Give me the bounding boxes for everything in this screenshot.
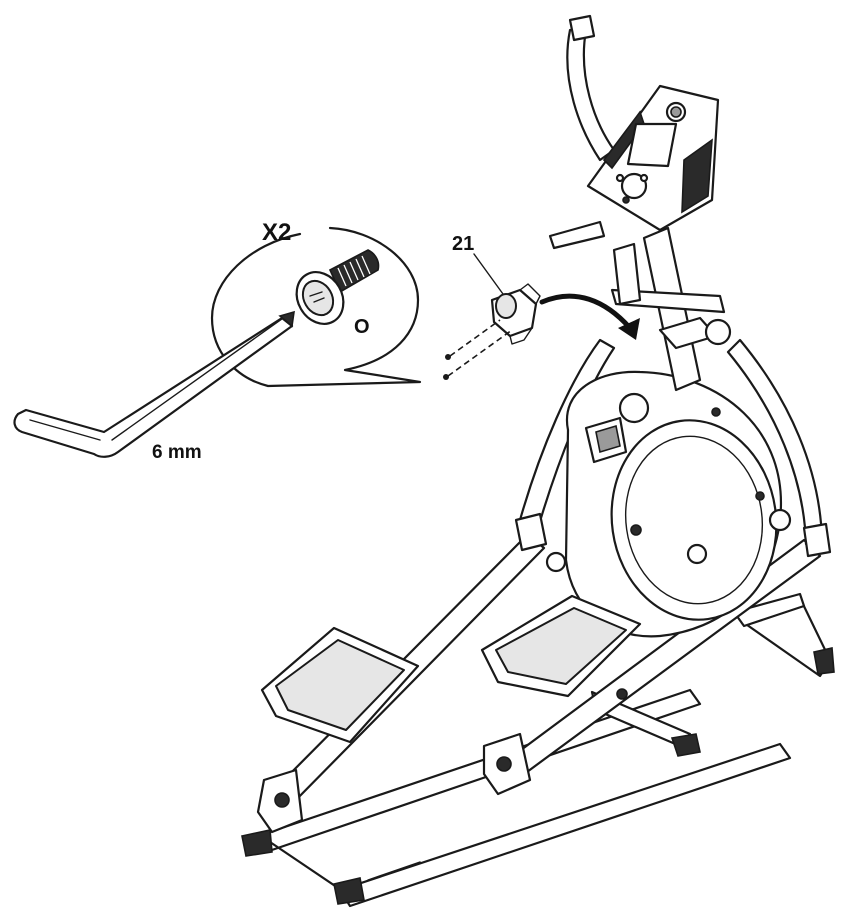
bolt-icon: [295, 249, 380, 325]
wrench-size-label: 6 mm: [152, 442, 202, 463]
bracket-leader-line: [473, 253, 504, 295]
quantity-label: X2: [262, 219, 291, 246]
bracket-part: [490, 283, 541, 345]
curved-arrow-icon: [539, 293, 640, 340]
callout-bubble: [210, 226, 422, 388]
small-screws: [443, 319, 513, 380]
hex-key-icon: [13, 310, 295, 458]
right-pedal: [480, 594, 642, 698]
bolt-label: O: [354, 316, 370, 338]
elliptical-machine: [241, 14, 835, 908]
left-pedal: [260, 626, 420, 744]
bracket-part-label: 21: [452, 233, 474, 255]
